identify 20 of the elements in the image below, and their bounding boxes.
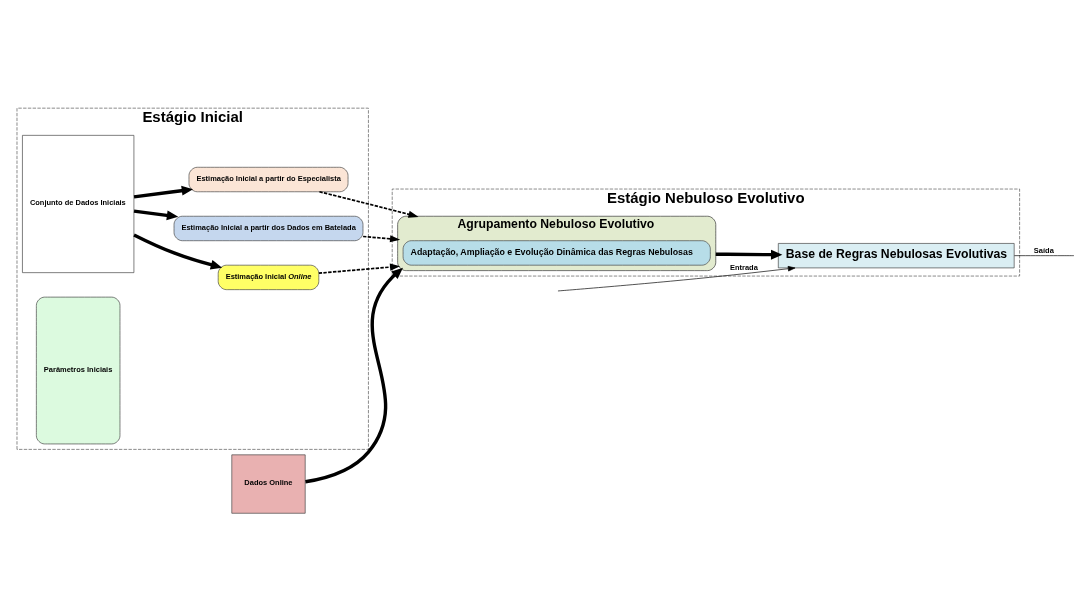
node-box: Dados Online xyxy=(231,454,306,514)
node-box: Estimação Inicial a partir dos Dados em Batelada xyxy=(173,215,364,241)
arrow xyxy=(362,234,401,242)
node-box: Parâmetros Iniciais xyxy=(36,296,121,444)
arrow xyxy=(557,265,796,291)
edge-label: Saída xyxy=(1033,245,1054,255)
arrow xyxy=(317,263,401,274)
arrow xyxy=(715,249,783,260)
edge-label: Entrada xyxy=(730,262,758,272)
arrow xyxy=(305,267,404,483)
node-box: Base de Regras Nebulosas Evolutivas xyxy=(777,242,1015,268)
node-box: Conjunto de Dados Iniciais xyxy=(22,134,135,273)
arrow xyxy=(133,208,179,220)
node-box: Estimação Inicial Online xyxy=(217,264,320,290)
arrow xyxy=(318,190,419,218)
node-box: Adaptação, Ampliação e Evolução Dinâmica das Regras Nebulosas xyxy=(402,239,711,265)
node-box: Estimação Inicial a partir do Especialista xyxy=(188,166,349,192)
arrow xyxy=(133,232,223,270)
arrow xyxy=(133,185,194,199)
connector xyxy=(1014,254,1075,256)
